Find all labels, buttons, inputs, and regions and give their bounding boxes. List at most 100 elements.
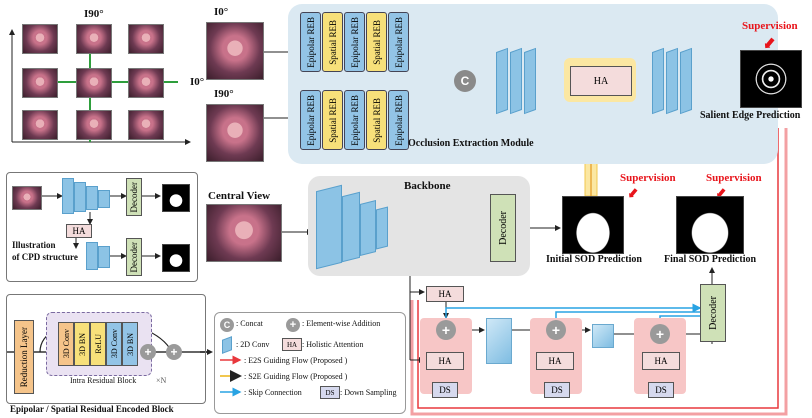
cpd-caption-line2: of CPD structure (12, 252, 78, 262)
cpd-input-thumbnail (12, 186, 42, 210)
legend-flow-icons (220, 355, 242, 397)
cpd-illustration-panel (6, 172, 198, 282)
lf-axis-top-label: I90° (84, 8, 104, 20)
backbone-conv-layer (376, 206, 388, 250)
input-i0-label: I0° (214, 6, 229, 18)
salient-edge-label: Salient Edge Prediction (700, 110, 801, 121)
cpd-encoder-layer (74, 182, 86, 212)
supervision-label: Supervision (706, 172, 762, 184)
supervision-label: Supervision (620, 172, 676, 184)
reb-caption: Epipolar / Spatial Residual Encoded Bloc… (10, 404, 174, 414)
spatial-reb-block: Spatial REB (322, 90, 343, 150)
input-i0-image (206, 22, 264, 80)
bottom-ha-block: HA (426, 352, 464, 370)
reb-op-3d-bn: 3D BN (122, 322, 138, 366)
backbone-title: Backbone (404, 180, 451, 192)
legend-panel (214, 312, 406, 414)
spatial-reb-block: Spatial REB (366, 90, 387, 150)
epipolar-reb-block: Epipolar REB (300, 12, 321, 72)
reb-op-3d-bn: 3D BN (74, 322, 90, 366)
central-view-image (206, 204, 282, 262)
spatial-reb-block: Spatial REB (322, 12, 343, 72)
lf-view-thumbnail (22, 110, 58, 140)
legend-s2e-text: : S2E Guiding Flow (Proposed ) (244, 372, 348, 381)
cpd-decoder-top: Decoder (126, 178, 142, 216)
bottom-ds-block: DS (544, 382, 570, 398)
cpd-encoder-layer (86, 186, 98, 210)
legend-add-text: : Element-wise Addition (302, 319, 381, 328)
add-node-icon: + (436, 320, 456, 340)
spatial-reb-block: Spatial REB (366, 12, 387, 72)
reb-op-relu: ReLU (90, 322, 106, 366)
lf-axis-right-label: I0° (190, 76, 205, 88)
final-sod-label: Final SOD Prediction (664, 254, 757, 265)
cpd-encoder-layer (62, 178, 74, 214)
lf-view-thumbnail (76, 110, 112, 140)
conv-layer-icon (666, 47, 678, 115)
lf-view-thumbnail (128, 110, 164, 140)
legend-concat-text: : Concat (236, 319, 263, 328)
conv-layer-icon (524, 47, 536, 115)
supervision-label: Supervision (742, 20, 798, 32)
epipolar-reb-block: Epipolar REB (388, 90, 409, 150)
legend-ds-text: : Down Sampling (340, 388, 397, 397)
lf-view-thumbnail (22, 68, 58, 98)
cpd-output-mask (162, 184, 190, 212)
add-node-icon: + (166, 344, 182, 360)
conv-layer-icon (510, 47, 522, 115)
oem-ha-block: HA (570, 66, 632, 96)
repeat-n-label: ×N (156, 376, 167, 385)
cpd-encoder-layer (98, 190, 110, 208)
epipolar-reb-block: Epipolar REB (388, 12, 409, 72)
add-node-icon: + (546, 320, 566, 340)
legend-e2s-text: : E2S Guiding Flow (Proposed ) (244, 356, 348, 365)
legend-ds-icon: DS (320, 386, 340, 399)
legend-skip-text: : Skip Connection (244, 388, 302, 397)
conv-layer-icon (592, 324, 614, 348)
backbone-conv-layer (342, 191, 360, 263)
epipolar-reb-block: Epipolar REB (300, 90, 321, 150)
conv-layer-icon (652, 47, 664, 115)
cpd-caption-line1: Illustration (12, 240, 56, 250)
reb-detail-panel (6, 294, 206, 404)
concat-node: C (454, 70, 476, 92)
central-view-label: Central View (208, 190, 271, 202)
lf-view-thumbnail (76, 68, 112, 98)
epipolar-reb-block: Epipolar REB (344, 12, 365, 72)
conv-layer-icon (496, 47, 508, 115)
conv-layer-icon (680, 47, 692, 115)
add-node-icon: + (650, 324, 670, 344)
backbone-conv-layer (360, 200, 376, 256)
cpd-ha-block: HA (66, 224, 92, 238)
reb-op-3d-conv: 3D Conv (106, 322, 122, 366)
lf-view-thumbnail (76, 24, 112, 54)
cpd-encoder-layer (98, 246, 110, 268)
bottom-ha-block: HA (536, 352, 574, 370)
legend-concat-icon: C (220, 318, 234, 332)
legend-ha-icon: HA (282, 338, 302, 351)
legend-conv-text: : 2D Conv (236, 340, 270, 349)
final-sod-image (676, 196, 744, 254)
bottom-ha-block: HA (642, 352, 680, 370)
oem-title: Occlusion Extraction Module (408, 138, 534, 149)
epipolar-reb-block: Epipolar REB (344, 90, 365, 150)
backbone-conv-layer (316, 184, 342, 270)
bottom-ha-top: HA (426, 286, 464, 302)
bottom-decoder: Decoder (700, 284, 726, 342)
reb-op-3d-conv: 3D Conv (58, 322, 74, 366)
legend-ha-text: : Holistic Attention (302, 340, 364, 349)
backbone-decoder: Decoder (490, 194, 516, 262)
bottom-ds-block: DS (648, 382, 674, 398)
initial-sod-image (562, 196, 624, 254)
cpd-output-mask (162, 244, 190, 272)
bottom-ds-block: DS (432, 382, 458, 398)
cpd-encoder-layer (86, 242, 98, 270)
input-i90-label: I90° (214, 88, 234, 100)
add-node-icon: + (140, 344, 156, 360)
salient-edge-image (740, 50, 802, 108)
conv-layer-icon (486, 318, 512, 364)
initial-sod-label: Initial SOD Prediction (546, 254, 642, 265)
lf-view-thumbnail (22, 24, 58, 54)
reduction-layer: Reduction Layer (14, 320, 34, 394)
lf-view-thumbnail (128, 68, 164, 98)
